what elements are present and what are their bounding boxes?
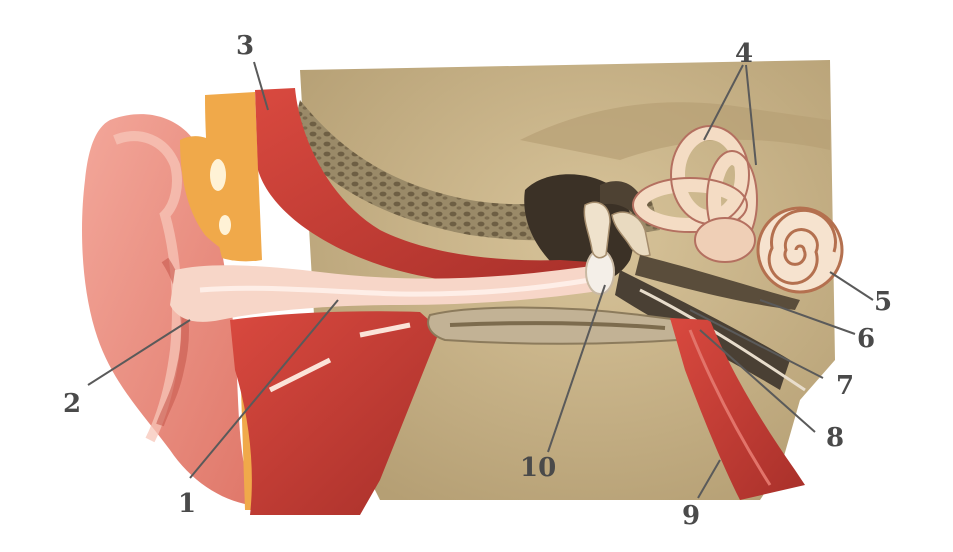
- label-9: 9: [682, 501, 700, 531]
- label-7: 7: [836, 371, 854, 401]
- leader-line-5: [830, 272, 873, 300]
- cochlea: [758, 208, 842, 292]
- cartilage-highlight-1: [210, 159, 226, 191]
- label-4: 4: [735, 39, 753, 69]
- label-2: 2: [63, 389, 81, 419]
- label-10: 10: [520, 453, 556, 483]
- label-3: 3: [236, 31, 254, 61]
- cartilage-highlight-2: [219, 215, 231, 235]
- label-8: 8: [826, 423, 844, 453]
- vestibule: [695, 218, 755, 262]
- label-5: 5: [874, 287, 892, 317]
- label-6: 6: [857, 324, 875, 354]
- label-1: 1: [178, 489, 196, 519]
